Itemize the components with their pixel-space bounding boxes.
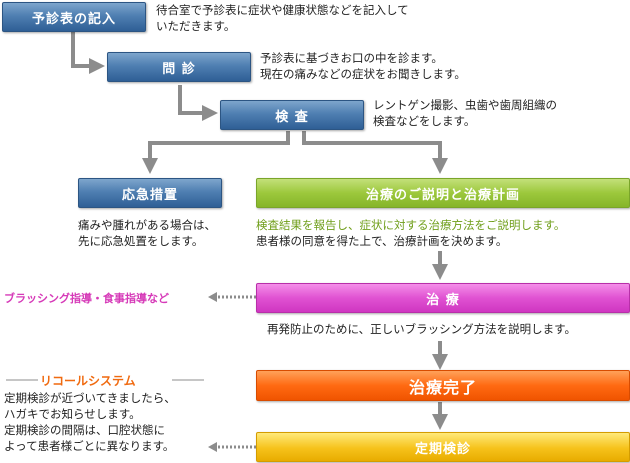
step-explain-desc-highlight: 検査結果を報告し、症状に対する治療方法をご説明します。 bbox=[256, 218, 566, 232]
step-consult-box: 問 診 bbox=[107, 52, 251, 82]
step-emergency-box: 応急措置 bbox=[78, 178, 222, 208]
connector-exam-explain bbox=[302, 131, 448, 174]
step-complete-label: 治療完了 bbox=[408, 377, 477, 397]
connector-exam-emergency bbox=[142, 131, 290, 174]
step-checkup-label: 定期検診 bbox=[414, 441, 471, 457]
step-complete-box: 治療完了 bbox=[256, 370, 630, 401]
step-consult-desc: 予診表に基づきお口の中を診ます。 現在の痛みなどの症状をお聞きします。 bbox=[260, 51, 466, 81]
step-explain-box: 治療のご説明と治療計画 bbox=[256, 178, 630, 208]
step-treatment-side-label: ブラッシング指導・食事指導など bbox=[4, 292, 169, 305]
recall-desc: 定期検診が近づいてきましたら、 ハガキでお知らせします。 定期検診の間隔は、口腔… bbox=[4, 391, 176, 453]
step-exam-box: 検 査 bbox=[220, 100, 364, 130]
step-treatment-box: 治 療 bbox=[256, 283, 630, 313]
step-emergency-label: 応急措置 bbox=[121, 187, 178, 203]
step-intake-box: 予診表の記入 bbox=[2, 2, 146, 32]
step-treatment-label: 治 療 bbox=[426, 292, 460, 308]
step-emergency-desc: 痛みや腫れがある場合は、 先に応急処置をします。 bbox=[78, 218, 216, 248]
step-consult-label: 問 診 bbox=[162, 61, 196, 77]
step-intake-desc: 待合室で予診表に症状や健康状態などを記入して いただきます。 bbox=[156, 3, 409, 33]
recall-title: リコールシステム bbox=[40, 374, 136, 388]
connector-consult-exam bbox=[178, 85, 218, 121]
connector-intake-consult bbox=[71, 32, 105, 74]
step-explain-desc-text: 患者様の同意を得た上で、治療計画を決めます。 bbox=[256, 234, 508, 248]
step-explain-desc: 検査結果を報告し、症状に対する治療方法をご説明します。 患者様の同意を得た上で、… bbox=[256, 217, 565, 249]
step-checkup-box: 定期検診 bbox=[256, 432, 630, 462]
step-treatment-desc: 再発防止のために、正しいブラッシング方法を説明します。 bbox=[267, 322, 577, 336]
step-exam-label: 検 査 bbox=[275, 109, 309, 125]
step-explain-label: 治療のご説明と治療計画 bbox=[365, 187, 520, 203]
step-intake-label: 予診表の記入 bbox=[31, 11, 116, 27]
step-exam-desc: レントゲン撮影、虫歯や歯周組織の 検査などをします。 bbox=[373, 98, 557, 128]
